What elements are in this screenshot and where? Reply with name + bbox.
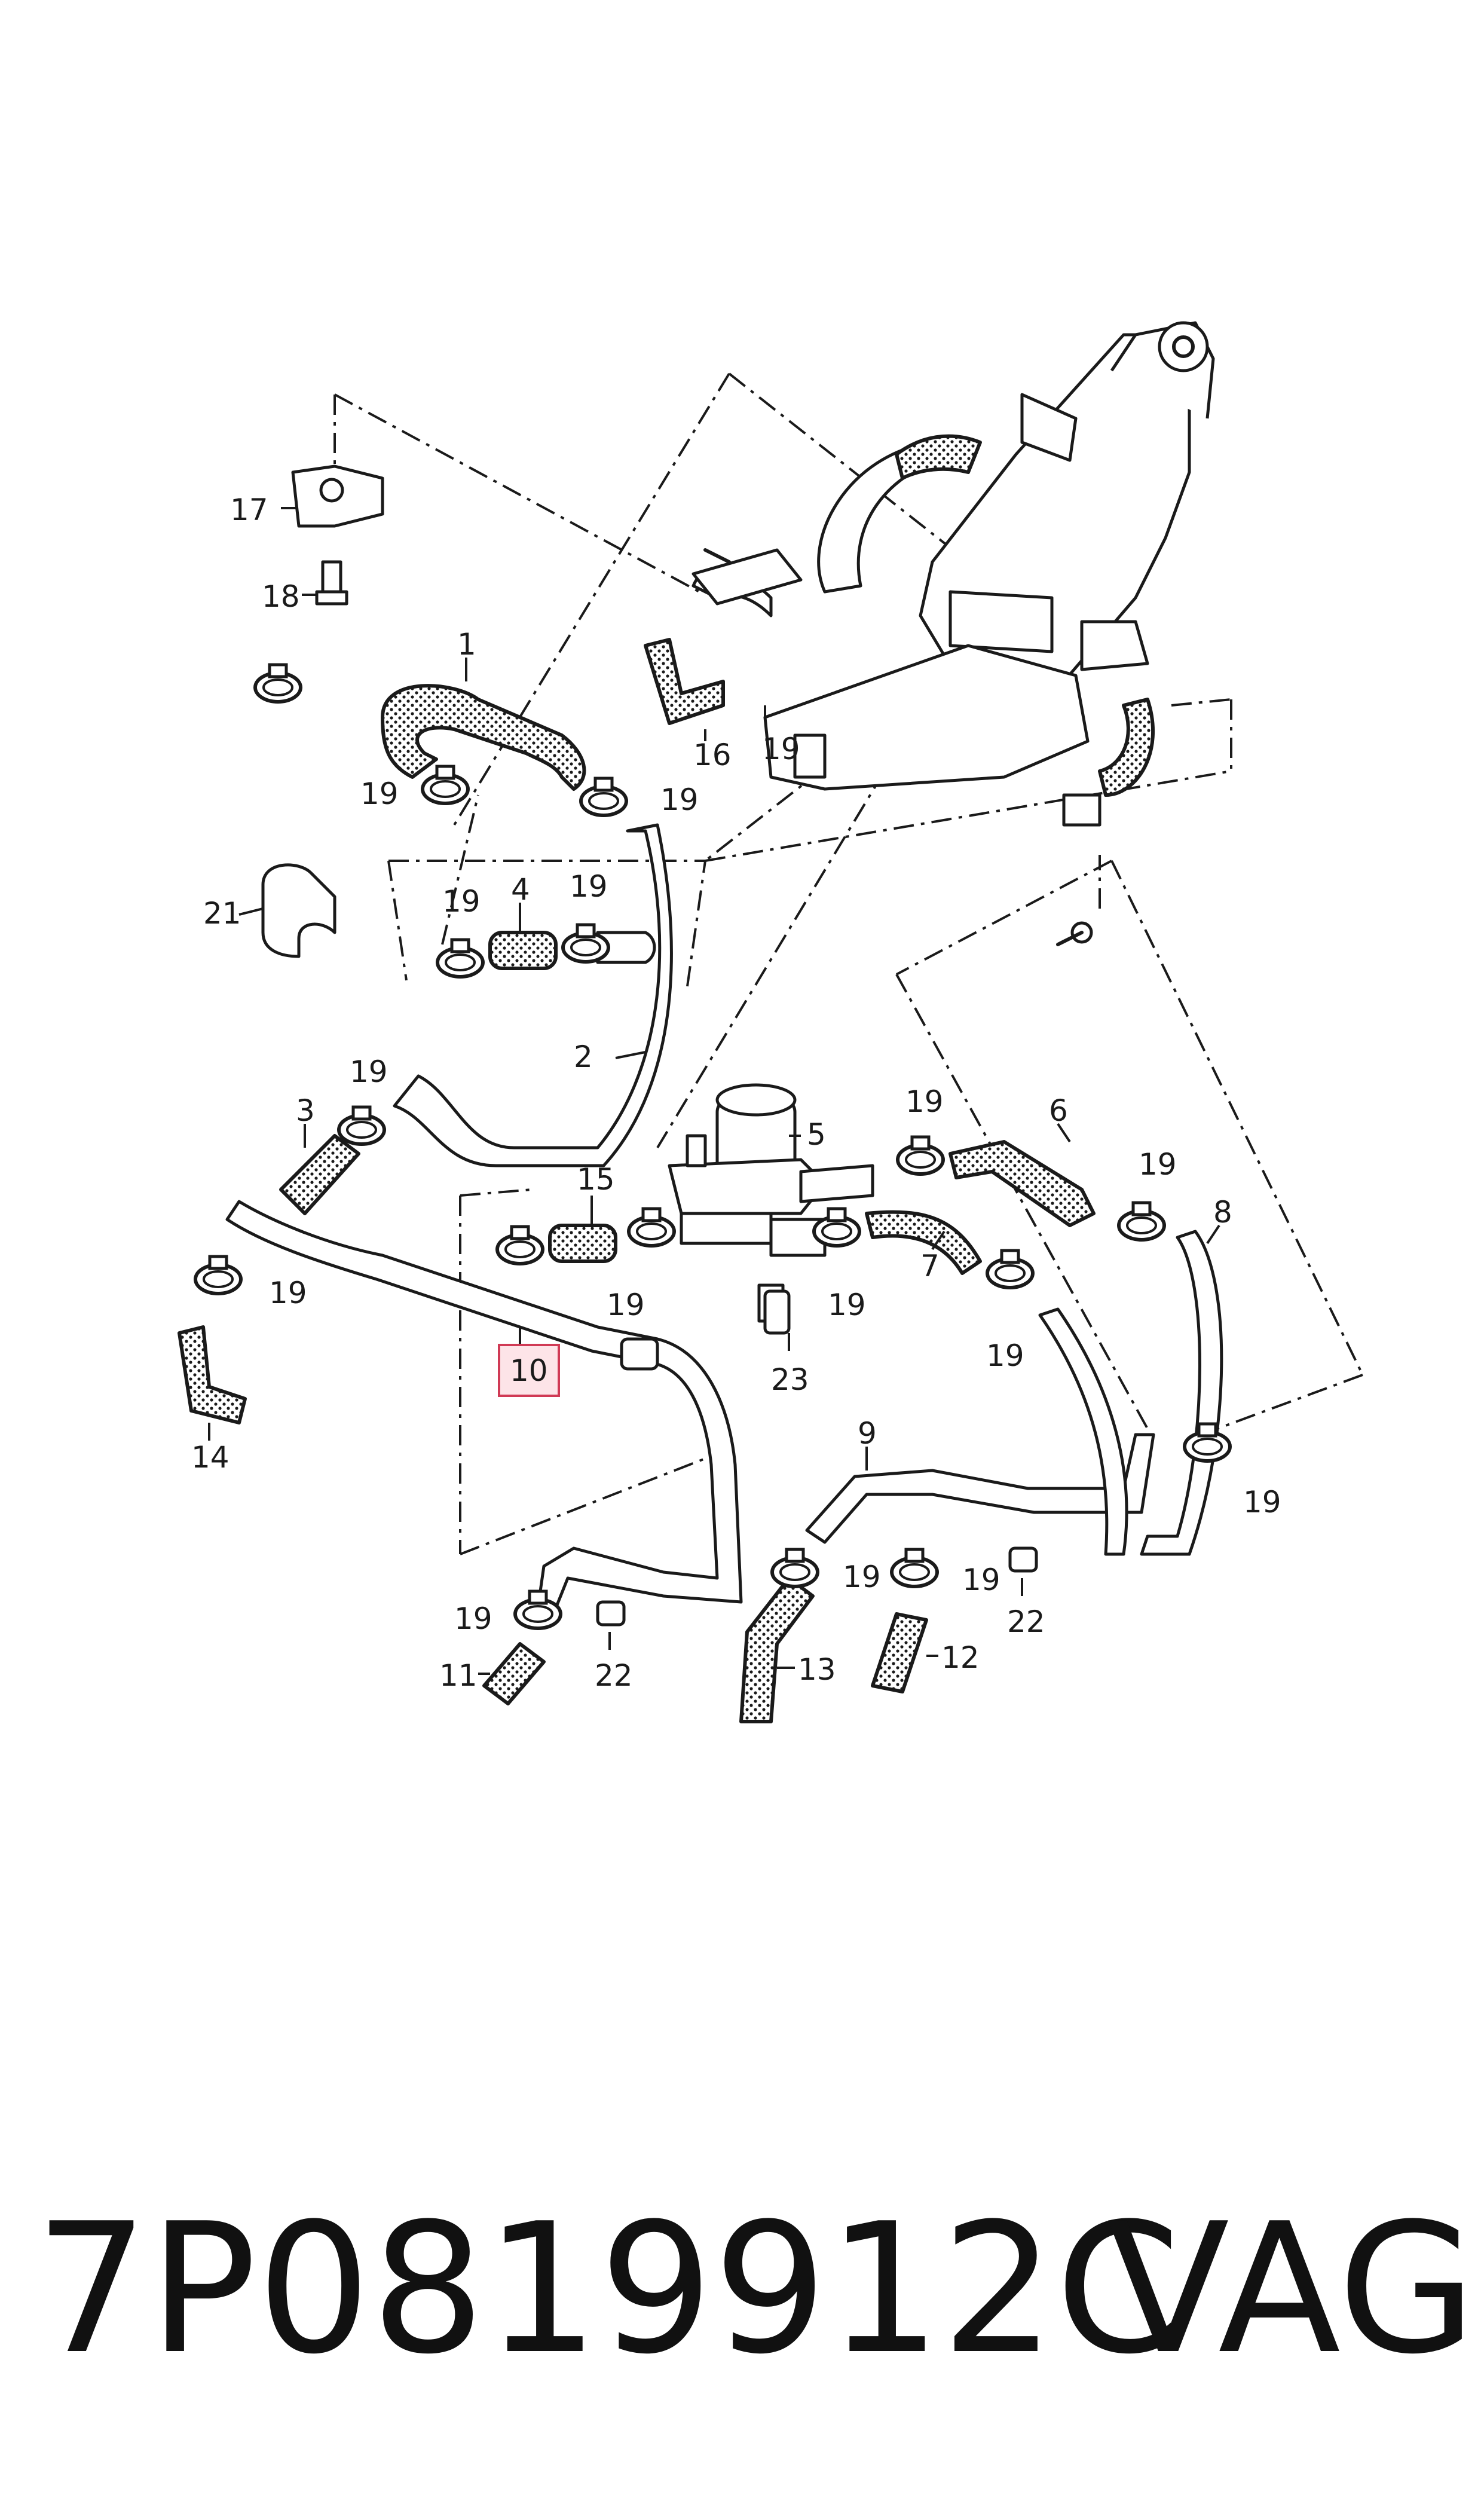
callout-14: 14 xyxy=(191,1440,230,1475)
callout-4: 4 xyxy=(511,872,530,907)
hose-3 xyxy=(279,1134,360,1215)
screw-23 xyxy=(763,1289,791,1335)
pipe-10-connector xyxy=(620,1337,659,1371)
hose-16 xyxy=(644,638,725,725)
callout-16: 16 xyxy=(693,738,732,772)
callout-19: 19 xyxy=(843,1560,881,1594)
bracket-17 xyxy=(291,464,384,606)
callout-15: 15 xyxy=(577,1162,615,1197)
valve-5 xyxy=(668,1083,874,1323)
callout-19: 19 xyxy=(905,1084,944,1119)
callout-12: 12 xyxy=(941,1640,980,1675)
brand-label: VAG xyxy=(1107,2185,1477,2393)
callout-19: 19 xyxy=(660,782,699,817)
callout-19: 19 xyxy=(762,732,800,766)
hose-6 xyxy=(948,1140,1096,1227)
hose-15 xyxy=(548,1224,617,1263)
callout-labels: 1 2 3 4 5 6 7 8 9 10 11 12 13 14 15 16 1… xyxy=(191,493,1281,1693)
hose-11 xyxy=(482,1642,546,1705)
pipe-9 xyxy=(805,1433,1155,1544)
callout-19: 19 xyxy=(360,776,399,811)
callout-2: 2 xyxy=(574,1040,593,1074)
callout-19: 19 xyxy=(350,1054,388,1089)
pipe-2 xyxy=(393,823,673,1167)
callout-19: 19 xyxy=(454,1601,492,1636)
hose-1 xyxy=(381,684,586,791)
pipe-8 xyxy=(1140,1230,1223,1556)
clip-21 xyxy=(261,863,336,958)
pipe-9-branch xyxy=(1038,1307,1128,1556)
hose-13 xyxy=(739,1576,815,1723)
callout-19: 19 xyxy=(828,1288,866,1322)
callout-13: 13 xyxy=(798,1652,836,1687)
hose-7 xyxy=(865,1210,982,1275)
callout-7: 7 xyxy=(920,1249,940,1283)
leader-lines xyxy=(208,507,1220,1675)
callout-21: 21 xyxy=(203,896,241,931)
callout-18: 18 xyxy=(262,579,300,614)
hose-14 xyxy=(178,1325,247,1424)
hose-12 xyxy=(871,1612,928,1693)
callout-1: 1 xyxy=(457,627,476,662)
nut-22-a xyxy=(596,1600,626,1627)
nut-22-b xyxy=(1008,1546,1038,1573)
callout-9: 9 xyxy=(858,1416,877,1451)
callout-3: 3 xyxy=(296,1093,315,1128)
callout-10: 10 xyxy=(510,1353,548,1388)
part-number: 7P0819912C xyxy=(35,2185,1181,2393)
callout-23: 23 xyxy=(771,1362,809,1397)
callout-6: 6 xyxy=(1049,1093,1068,1128)
callout-19: 19 xyxy=(442,884,481,919)
heater-assembly xyxy=(691,321,1215,946)
pipe-10 xyxy=(225,1200,743,1610)
hose-4 xyxy=(488,931,558,970)
assembly-lines xyxy=(333,372,1364,1555)
highlight-box-10 xyxy=(498,1344,560,1397)
callout-5: 5 xyxy=(807,1117,826,1152)
callout-22-b: 22 xyxy=(1007,1604,1045,1639)
callout-11: 11 xyxy=(439,1658,478,1693)
callout-22-a: 22 xyxy=(595,1658,633,1693)
callout-19: 19 xyxy=(986,1338,1024,1373)
callout-19: 19 xyxy=(1243,1485,1281,1520)
callout-17: 17 xyxy=(230,493,268,527)
callout-19: 19 xyxy=(570,869,608,904)
fitting-4 xyxy=(596,931,656,964)
callout-19: 19 xyxy=(607,1288,645,1322)
callout-19: 19 xyxy=(269,1276,307,1310)
callout-19: 19 xyxy=(1139,1147,1177,1182)
callout-19: 19 xyxy=(962,1563,1000,1597)
callout-8: 8 xyxy=(1213,1195,1232,1230)
